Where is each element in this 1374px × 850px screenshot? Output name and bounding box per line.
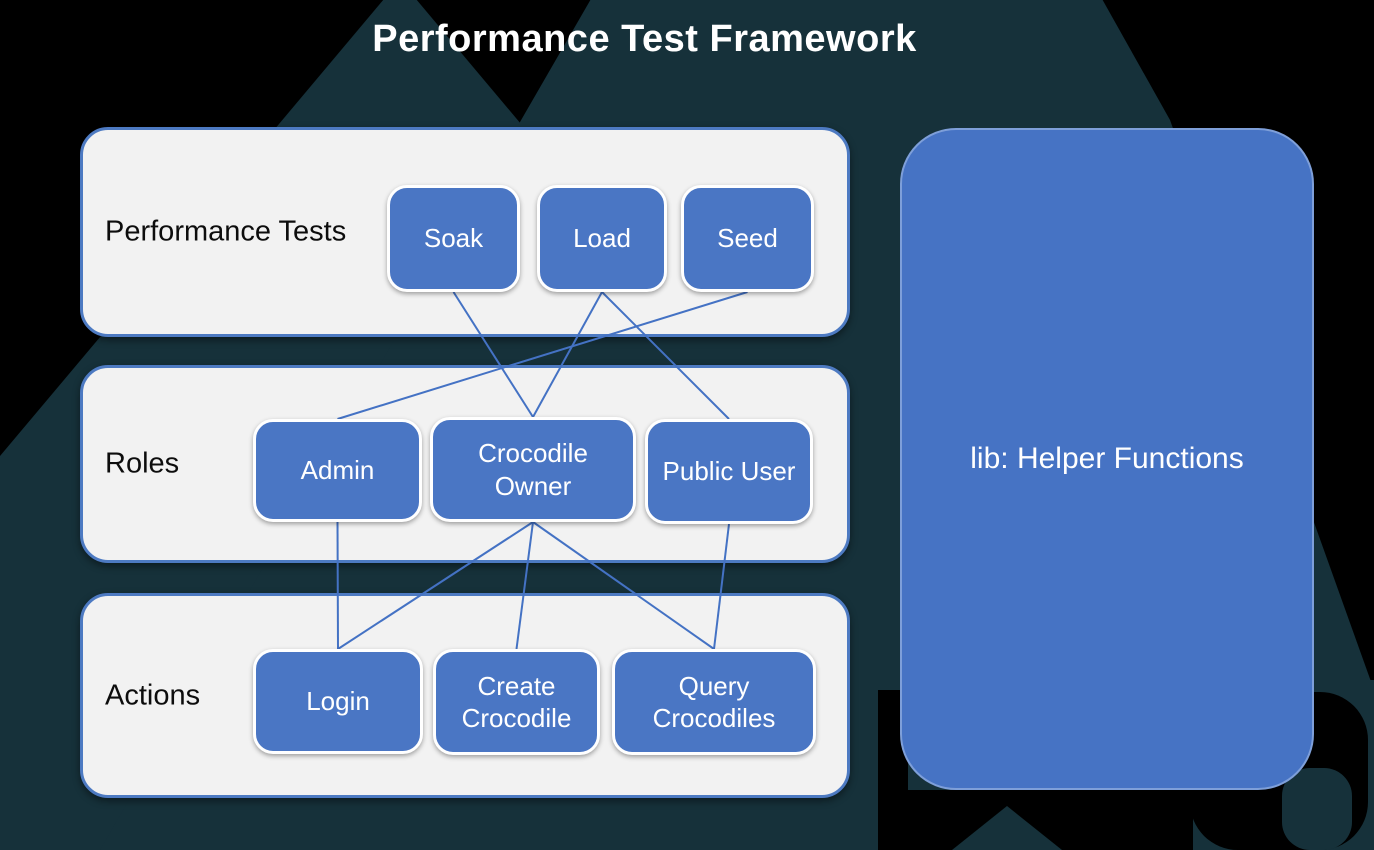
page-title: Performance Test Framework	[372, 18, 917, 60]
node-crocodile-owner: Crocodile Owner	[430, 417, 636, 522]
edge-croc_owner-to-query_crocs	[532, 521, 715, 650]
node-load: Load	[537, 185, 667, 292]
node-seed: Seed	[681, 185, 814, 292]
lib-helper-functions-box: lib: Helper Functions	[900, 128, 1314, 790]
panel-actions-label: Actions	[105, 679, 201, 711]
node-crocodile-owner-label: Crocodile Owner	[478, 438, 588, 501]
lib-helper-functions-label: lib: Helper Functions	[970, 442, 1244, 475]
edge-seed-to-admin	[337, 291, 748, 420]
panel-roles-label: Roles	[105, 447, 180, 480]
edge-admin-to-login	[336, 521, 339, 650]
node-soak: Soak	[387, 185, 520, 292]
node-admin: Admin	[253, 419, 422, 522]
panel-performance-tests-label: Performance Tests	[105, 215, 347, 248]
node-admin-label: Admin	[300, 455, 375, 486]
node-create-crocodile-label: Create Crocodile	[461, 670, 572, 734]
node-login: Login	[253, 649, 423, 754]
node-seed-label: Seed	[717, 223, 778, 254]
edge-soak-to-croc_owner	[452, 291, 534, 418]
node-login-label: Login	[306, 686, 370, 717]
node-public-user: Public User	[645, 419, 813, 524]
edge-load-to-croc_owner	[532, 291, 603, 418]
node-query-crocodiles-label: Query Crocodiles	[652, 670, 776, 734]
edge-croc_owner-to-create_croc	[515, 521, 534, 650]
node-soak-label: Soak	[423, 223, 484, 254]
edge-croc_owner-to-login	[337, 521, 534, 650]
node-public-user-label: Public User	[662, 456, 796, 487]
edge-public_user-to-query_crocs	[713, 523, 730, 650]
node-load-label: Load	[573, 223, 631, 254]
background-glyph-ring-hole	[1282, 768, 1352, 850]
node-create-crocodile: Create Crocodile	[433, 649, 600, 755]
edge-load-to-public_user	[601, 291, 730, 420]
node-query-crocodiles: Query Crocodiles	[612, 649, 816, 755]
